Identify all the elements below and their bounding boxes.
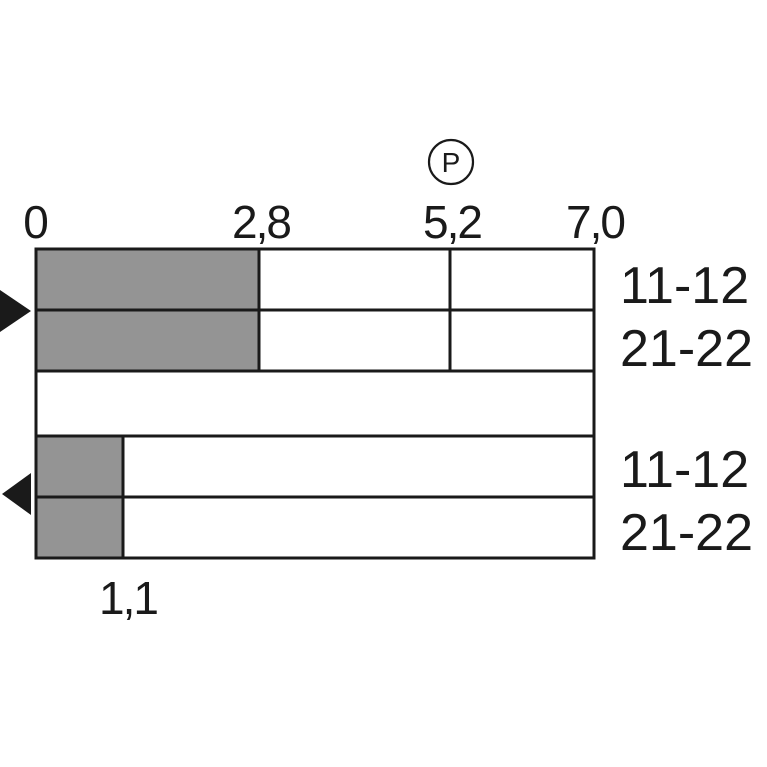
label-5-2: 5,2	[423, 196, 481, 248]
label-0: 0	[23, 196, 49, 248]
diagram-grid	[34, 247, 596, 560]
upper-contact-21-22: 21-22	[620, 320, 753, 378]
upper-contact-11-12: 11-12	[620, 257, 749, 315]
p-marker-letter: P	[442, 147, 461, 178]
label-1-1: 1,1	[99, 572, 157, 624]
lower-contact-21-22: 21-22	[620, 504, 753, 562]
left-pointing-arrow-icon	[2, 473, 31, 515]
label-7-0: 7,0	[566, 196, 624, 248]
label-2-8: 2,8	[232, 196, 290, 248]
diagram-outer-frame	[34, 247, 596, 560]
lower-contact-11-12: 11-12	[620, 441, 749, 499]
right-pointing-arrow-icon	[0, 290, 31, 332]
p-marker-circle	[427, 138, 475, 186]
